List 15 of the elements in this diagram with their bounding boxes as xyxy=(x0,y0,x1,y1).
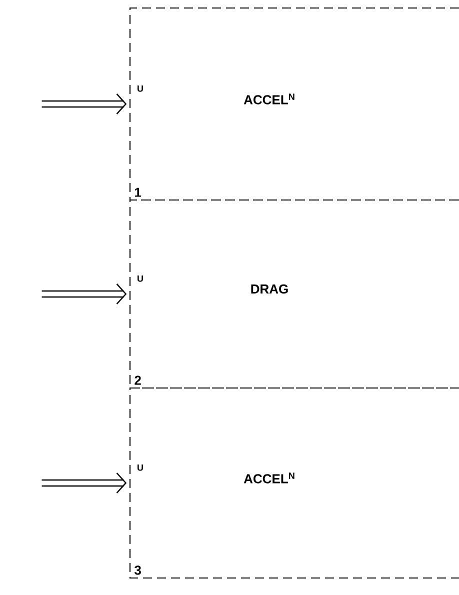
block-number: 2 xyxy=(134,376,141,385)
double-arrow xyxy=(41,472,127,494)
block-number: 3 xyxy=(134,566,141,575)
edge-label: U xyxy=(138,464,143,471)
block-title: DRAG xyxy=(251,284,288,294)
block-title: ACCEL$^{N}$ xyxy=(244,472,294,484)
edge-label: U xyxy=(138,86,143,92)
dashed-box xyxy=(129,7,459,201)
dashed-box xyxy=(129,387,459,579)
double-arrow xyxy=(41,283,127,305)
block-number: 1 xyxy=(135,188,142,197)
double-arrow xyxy=(41,93,127,115)
edge-label: U xyxy=(138,276,143,282)
dashed-box xyxy=(129,199,459,389)
block-title: ACCEL$^{N}$ xyxy=(244,94,294,104)
